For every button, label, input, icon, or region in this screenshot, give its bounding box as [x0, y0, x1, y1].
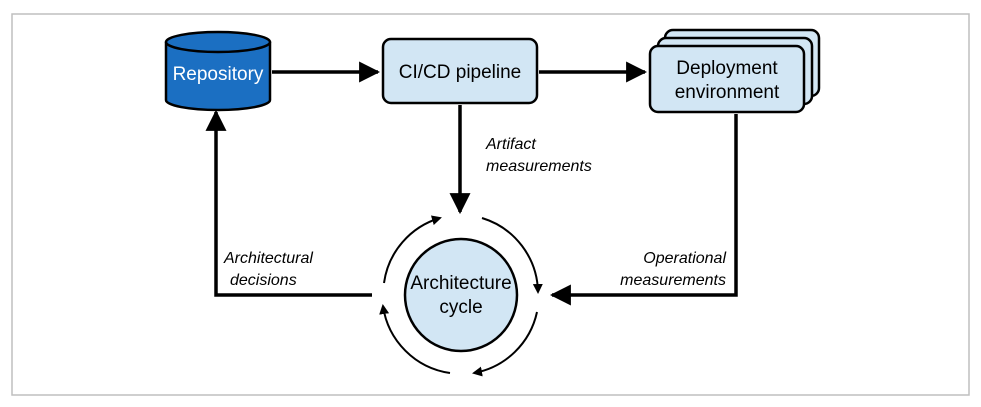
cycle-arc-top-right — [481, 217, 543, 294]
repository-node: Repository — [164, 30, 272, 112]
pipeline-node: CI/CD pipeline — [381, 37, 539, 105]
architectural-decisions-label: Architectural decisions — [223, 250, 313, 289]
cycle-arc-top-left — [383, 215, 442, 284]
artifact-measurements-label: Artifact measurements — [485, 136, 592, 175]
svg-text:measurements: measurements — [486, 158, 592, 175]
cycle-arc-bottom-right — [472, 311, 538, 377]
pipeline-label: CI/CD pipeline — [399, 62, 522, 83]
cycle-arc-bottom-left — [379, 304, 451, 374]
deployment-label-line1: Deployment — [676, 58, 778, 79]
repository-label: Repository — [173, 64, 264, 85]
deployment-node: Deployment environment — [648, 28, 821, 114]
operational-measurements-label: Operational measurements — [620, 250, 726, 289]
arrow-deployment-to-cycle — [549, 114, 738, 306]
svg-text:measurements: measurements — [620, 272, 726, 289]
deployment-label-line2: environment — [675, 82, 780, 103]
svg-text:Artifact: Artifact — [485, 136, 536, 153]
svg-text:Operational: Operational — [643, 250, 726, 267]
architecture-label-line1: Architecture — [410, 273, 511, 294]
svg-text:decisions: decisions — [230, 272, 297, 289]
architecture-cycle-node: Architecture cycle — [379, 215, 543, 377]
architecture-label-line2: cycle — [439, 297, 482, 318]
arrow-cycle-to-repository — [205, 109, 372, 297]
svg-text:Architectural: Architectural — [223, 250, 313, 267]
